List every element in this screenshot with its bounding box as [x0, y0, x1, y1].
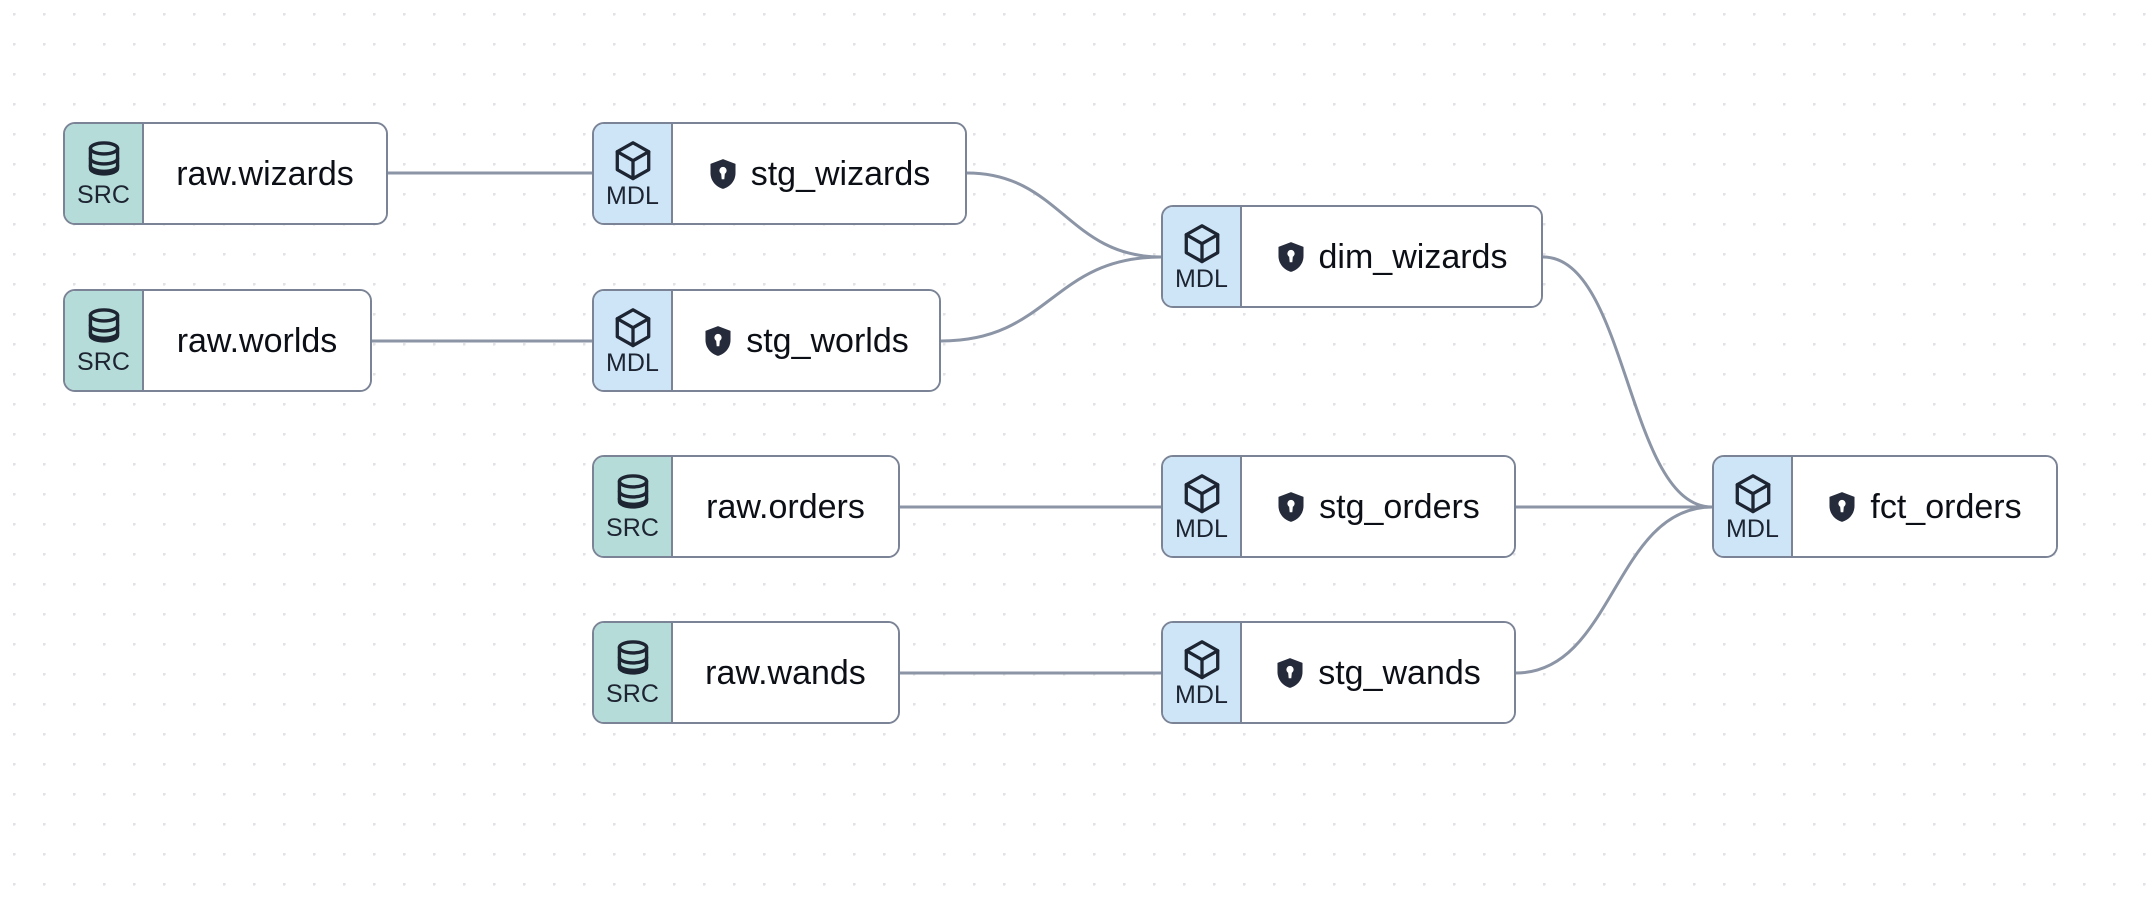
database-icon — [84, 307, 124, 349]
node-body: stg_worlds — [673, 291, 939, 390]
database-icon — [84, 140, 124, 182]
cube-icon — [1732, 472, 1774, 516]
node-body: raw.worlds — [144, 291, 370, 390]
node-type-badge-source: SRC — [594, 457, 673, 556]
lineage-node-fct_orders[interactable]: MDL fct_orders — [1712, 455, 2058, 558]
node-type-badge-source: SRC — [594, 623, 673, 722]
badge-label: SRC — [605, 513, 660, 542]
lineage-node-stg_orders[interactable]: MDL stg_orders — [1161, 455, 1516, 558]
node-type-badge-model: MDL — [594, 291, 673, 390]
node-body: fct_orders — [1793, 457, 2056, 556]
node-type-badge-model: MDL — [1714, 457, 1793, 556]
badge-label: SRC — [76, 180, 131, 209]
lineage-node-stg_worlds[interactable]: MDL stg_worlds — [592, 289, 941, 392]
node-body: raw.wands — [673, 623, 898, 722]
node-label: stg_worlds — [746, 321, 909, 360]
cube-icon — [1181, 638, 1223, 682]
lineage-node-raw_wands[interactable]: SRC raw.wands — [592, 621, 900, 724]
database-icon — [613, 639, 653, 681]
lineage-node-stg_wizards[interactable]: MDL stg_wizards — [592, 122, 967, 225]
database-icon — [613, 473, 653, 515]
cube-icon — [612, 306, 654, 350]
badge-label: MDL — [605, 181, 660, 210]
node-type-badge-source: SRC — [65, 291, 144, 390]
node-body: stg_wands — [1242, 623, 1514, 722]
cube-icon — [612, 139, 654, 183]
lineage-node-dim_wizards[interactable]: MDL dim_wizards — [1161, 205, 1543, 308]
node-body: dim_wizards — [1242, 207, 1541, 306]
node-label: fct_orders — [1870, 487, 2022, 526]
node-label: raw.wizards — [176, 154, 354, 193]
node-body: stg_wizards — [673, 124, 965, 223]
shield-lock-icon — [708, 158, 738, 190]
node-type-badge-model: MDL — [1163, 457, 1242, 556]
lineage-node-raw_orders[interactable]: SRC raw.orders — [592, 455, 900, 558]
lineage-edge — [965, 171, 1163, 259]
node-label: stg_orders — [1319, 487, 1480, 526]
shield-lock-icon — [1276, 241, 1306, 273]
badge-label: MDL — [1174, 514, 1229, 543]
cube-icon — [1181, 222, 1223, 266]
node-label: raw.wands — [705, 653, 866, 692]
node-type-badge-source: SRC — [65, 124, 144, 223]
lineage-node-raw_worlds[interactable]: SRC raw.worlds — [63, 289, 372, 392]
node-label: raw.worlds — [176, 321, 338, 360]
lineage-edge — [1514, 505, 1714, 675]
shield-lock-icon — [1275, 657, 1305, 689]
lineage-node-stg_wands[interactable]: MDL stg_wands — [1161, 621, 1516, 724]
badge-label: SRC — [605, 679, 660, 708]
node-label: raw.orders — [706, 487, 865, 526]
node-body: raw.wizards — [144, 124, 386, 223]
node-type-badge-model: MDL — [594, 124, 673, 223]
badge-label: MDL — [1174, 264, 1229, 293]
node-type-badge-model: MDL — [1163, 623, 1242, 722]
node-body: raw.orders — [673, 457, 898, 556]
node-type-badge-model: MDL — [1163, 207, 1242, 306]
node-label: stg_wands — [1318, 653, 1481, 692]
shield-lock-icon — [1276, 491, 1306, 523]
badge-label: MDL — [1174, 680, 1229, 709]
shield-lock-icon — [703, 325, 733, 357]
node-body: stg_orders — [1242, 457, 1514, 556]
lineage-edge — [939, 255, 1163, 343]
node-label: dim_wizards — [1318, 237, 1508, 276]
lineage-edge — [1541, 255, 1714, 509]
lineage-node-raw_wizards[interactable]: SRC raw.wizards — [63, 122, 388, 225]
badge-label: MDL — [1725, 514, 1780, 543]
shield-lock-icon — [1827, 491, 1857, 523]
cube-icon — [1181, 472, 1223, 516]
badge-label: SRC — [76, 347, 131, 376]
badge-label: MDL — [605, 348, 660, 377]
node-label: stg_wizards — [750, 154, 931, 193]
